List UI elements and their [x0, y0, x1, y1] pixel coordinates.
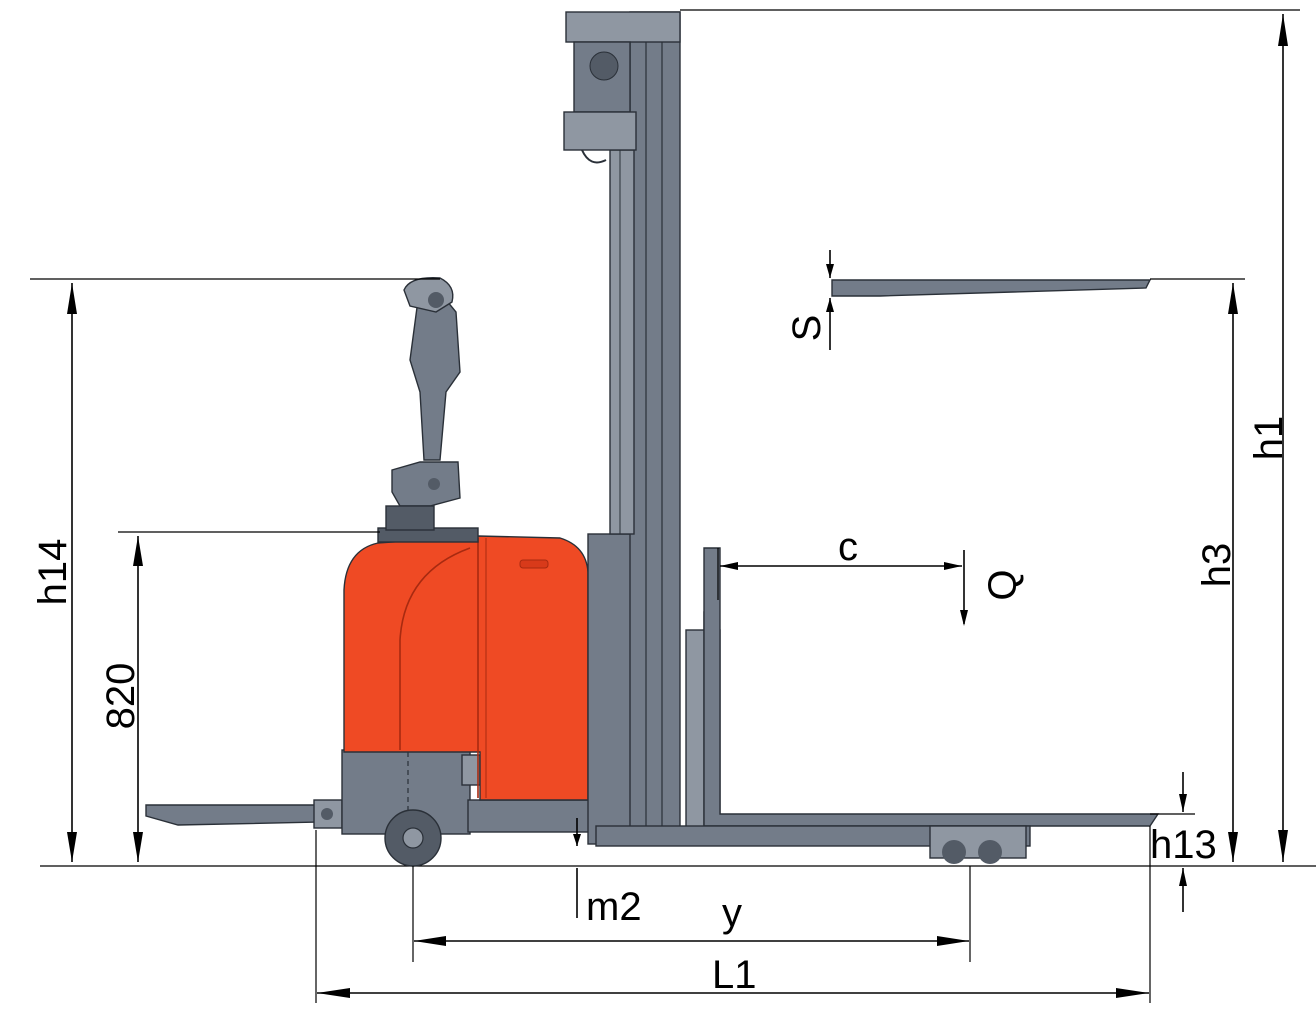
- chain-pulley: [589, 51, 619, 81]
- s-arrow-top: [826, 264, 834, 278]
- mast-top-cap: [565, 11, 681, 43]
- h3-arrow-top: [1228, 283, 1238, 314]
- coupling-bolt: [321, 808, 333, 820]
- label-820: 820: [99, 663, 143, 730]
- load-wheel-2: [978, 840, 1002, 864]
- tiller-arm: [409, 289, 461, 461]
- lowered-fork: [703, 547, 1160, 827]
- load-wheel: [942, 840, 966, 864]
- l1-arrow-left: [317, 988, 350, 998]
- dimension-lines: [30, 9, 1300, 1003]
- front-base-leg: [595, 825, 1031, 847]
- label-y: y: [722, 891, 742, 935]
- h14-arrow-bottom: [67, 832, 77, 862]
- h3-arrow-bottom: [1228, 832, 1238, 862]
- label-h14: h14: [31, 539, 75, 606]
- mast-inner-channel: [609, 149, 635, 535]
- y-arrow-right: [937, 936, 969, 946]
- label-s: S: [785, 315, 829, 342]
- label-l1: L1: [712, 953, 757, 997]
- label-c: c: [838, 525, 858, 569]
- truck-drawing: [145, 11, 1160, 867]
- label-m2: m2: [586, 885, 642, 929]
- label-h1: h1: [1247, 416, 1291, 461]
- drive-wheel-hub: [402, 827, 424, 849]
- c-arrow-right: [944, 562, 962, 570]
- tiller-head: [403, 277, 454, 313]
- mast-cross-head: [563, 111, 637, 151]
- h14-arrow-top: [67, 283, 77, 314]
- q-load-arrow: [960, 610, 968, 626]
- h1-arrow-top: [1278, 14, 1288, 46]
- h13-arrow-bottom: [1179, 868, 1187, 886]
- m2-arrow-top: [573, 834, 581, 846]
- label-h3: h3: [1195, 543, 1239, 588]
- label-q: Q: [981, 569, 1025, 600]
- hydraulic-hose: [581, 149, 607, 164]
- label-h13: h13: [1150, 823, 1217, 867]
- body-front-curve: [399, 547, 471, 750]
- dim-820-arrow-bottom: [133, 832, 143, 862]
- chassis-lower-strip: [467, 799, 599, 833]
- dim-820-arrow-top: [133, 536, 143, 566]
- l1-arrow-right: [1116, 988, 1149, 998]
- raised-fork: [831, 279, 1152, 297]
- rear-support-leg: [145, 804, 323, 826]
- tiller-grip: [428, 292, 444, 308]
- y-arrow-left: [414, 936, 446, 946]
- c-arrow-left: [720, 562, 738, 570]
- s-arrow-bottom: [826, 298, 834, 312]
- tiller-base: [391, 461, 461, 507]
- h13-arrow-top: [1179, 794, 1187, 812]
- tiller-pivot: [428, 478, 440, 490]
- h1-arrow-bottom: [1278, 830, 1288, 862]
- body-handle-slot: [519, 559, 549, 569]
- dimension-labels: h1 h3 h13 h14 820 S c Q m2 y L1: [31, 315, 1291, 997]
- mast-outer-channel: [629, 11, 681, 845]
- tiller-base-plate: [385, 505, 435, 531]
